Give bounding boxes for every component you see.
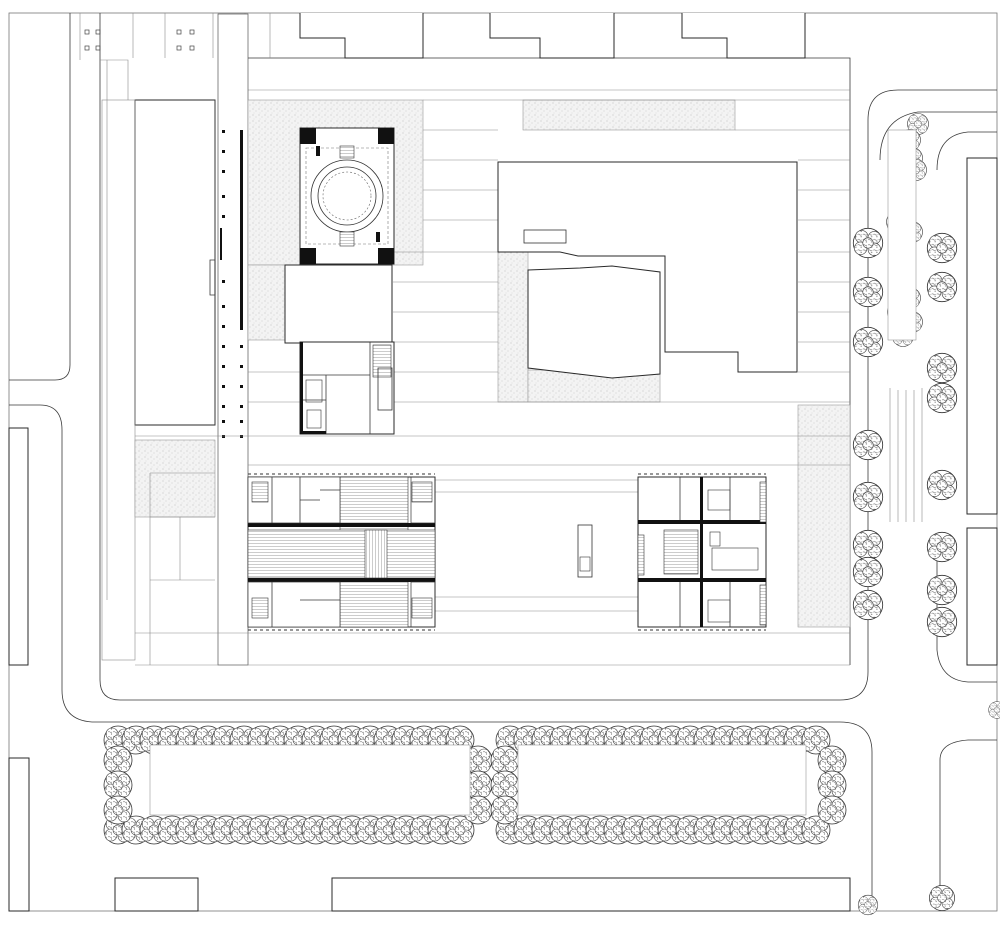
tree-icon xyxy=(103,770,133,800)
pier xyxy=(222,305,225,308)
existing-buildings-west xyxy=(8,427,30,912)
tree-icon xyxy=(926,574,958,606)
tree-icon xyxy=(926,531,958,563)
tree-icon xyxy=(490,795,520,825)
tree-icon xyxy=(852,429,884,461)
pier xyxy=(222,195,225,198)
tree-icon xyxy=(857,894,879,916)
pier xyxy=(240,365,243,368)
tree-icon xyxy=(817,770,847,800)
pier xyxy=(222,365,225,368)
pier xyxy=(222,420,225,423)
west-lower-block xyxy=(247,473,436,631)
pier xyxy=(222,345,225,348)
tree-icon xyxy=(926,352,958,384)
pier xyxy=(222,405,225,408)
pier xyxy=(222,325,225,328)
existing-buildings-north xyxy=(244,13,806,59)
plaza-paving-lines xyxy=(135,99,850,666)
pier xyxy=(240,435,243,438)
pier xyxy=(222,435,225,438)
colonnade xyxy=(84,13,249,666)
pier xyxy=(222,130,225,133)
tree-icon xyxy=(926,606,958,638)
tree-icon xyxy=(852,326,884,358)
pier xyxy=(240,405,243,408)
tree-icon xyxy=(926,271,958,303)
tree-icon xyxy=(852,276,884,308)
tree-icon xyxy=(852,481,884,513)
pier xyxy=(240,420,243,423)
tree-icon xyxy=(929,885,955,911)
pier xyxy=(222,215,225,218)
tree-icon xyxy=(817,745,847,775)
tree-icon xyxy=(817,795,847,825)
tree-icon xyxy=(926,232,958,264)
tree-icon xyxy=(852,556,884,588)
tree-icon xyxy=(852,589,884,621)
tree-icon xyxy=(926,382,958,414)
central-building xyxy=(497,161,798,379)
square-pavilion xyxy=(299,127,395,265)
existing-buildings-south xyxy=(114,877,851,912)
tree-icon xyxy=(852,227,884,259)
pier xyxy=(240,385,243,388)
street-network xyxy=(9,13,997,911)
pier xyxy=(222,280,225,283)
tree-icon xyxy=(490,770,520,800)
pier xyxy=(222,385,225,388)
tree-icon xyxy=(103,745,133,775)
east-lower-block xyxy=(577,473,767,631)
pier xyxy=(222,150,225,153)
pavilion-annex xyxy=(284,264,395,435)
pier xyxy=(240,345,243,348)
long-west-building xyxy=(101,99,216,661)
tree-icon xyxy=(490,745,520,775)
tree-icon xyxy=(852,529,884,561)
pier xyxy=(222,170,225,173)
existing-buildings-east xyxy=(966,157,998,666)
tree-icon xyxy=(926,469,958,501)
paved-areas xyxy=(134,99,851,628)
planting-beds xyxy=(149,129,917,816)
tree-icon xyxy=(103,795,133,825)
